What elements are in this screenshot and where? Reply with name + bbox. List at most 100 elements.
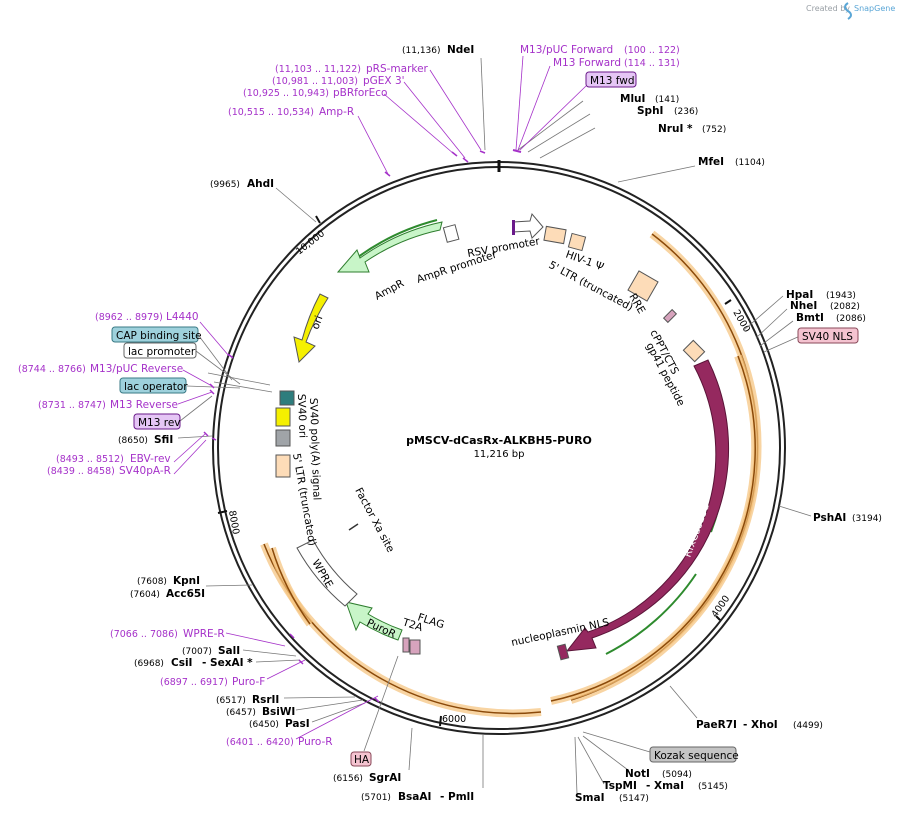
pasi-label[interactable]: PasI bbox=[285, 718, 310, 730]
mfei-label[interactable]: MfeI bbox=[698, 156, 724, 168]
csii-leader bbox=[255, 659, 301, 663]
ndei-label[interactable]: NdeI bbox=[447, 44, 474, 56]
pbrforeco-label[interactable]: pBRforEco bbox=[333, 87, 387, 99]
sali-pos: (7007) bbox=[182, 647, 212, 657]
rre-box[interactable] bbox=[627, 270, 659, 302]
pgex3-range: (10,981 .. 11,003) bbox=[272, 76, 358, 87]
sali-label[interactable]: SalI bbox=[218, 645, 240, 657]
prs-marker-label[interactable]: pRS-marker bbox=[366, 63, 429, 75]
sv40-nls-box[interactable] bbox=[797, 327, 859, 344]
ltr-5-top-box[interactable] bbox=[543, 225, 567, 245]
lac-promoter-box[interactable] bbox=[123, 342, 197, 359]
puro-f-leader bbox=[266, 659, 306, 680]
lac-leader-extra bbox=[207, 372, 271, 386]
m13-puc-forward-label[interactable]: M13/pUC Forward bbox=[520, 44, 613, 56]
sgrai-label[interactable]: SgrAI bbox=[369, 772, 401, 784]
rsrii-pos: (6517) bbox=[216, 696, 246, 706]
nhei-label[interactable]: NheI bbox=[790, 300, 817, 312]
amp-r-leader bbox=[357, 115, 389, 175]
bsaai-label[interactable]: BsaAI bbox=[398, 791, 431, 803]
m13-forward-label[interactable]: M13 Forward bbox=[553, 57, 621, 69]
sv40pa-r-label[interactable]: SV40pA-R bbox=[119, 465, 171, 477]
m13-reverse-label[interactable]: M13 Reverse bbox=[110, 399, 178, 411]
m13-reverse-site bbox=[209, 389, 215, 395]
ahdi-label[interactable]: AhdI bbox=[247, 178, 274, 190]
orf-arc-3 bbox=[260, 542, 542, 718]
nrui-leader bbox=[539, 127, 596, 159]
ampr-promoter-box[interactable] bbox=[442, 224, 460, 243]
rsrii-label[interactable]: RsrII bbox=[252, 694, 279, 706]
cap-binding-box[interactable] bbox=[111, 326, 199, 343]
m13-rev-box[interactable] bbox=[133, 413, 181, 430]
l4440-label[interactable]: L4440 bbox=[166, 311, 199, 323]
rxcas13d-arrow[interactable] bbox=[565, 359, 730, 652]
lac-operator-box[interactable] bbox=[119, 377, 187, 394]
acc65i-label[interactable]: Acc65I bbox=[166, 588, 205, 600]
sv40pa-r-range: (8439 .. 8458) bbox=[47, 466, 115, 477]
wpre-box[interactable] bbox=[296, 539, 358, 607]
flag-box[interactable] bbox=[402, 637, 410, 653]
bmti-leader bbox=[759, 320, 794, 347]
puro-r-site bbox=[374, 697, 380, 703]
sgrai-leader bbox=[408, 727, 413, 771]
sv40-ori-promoter-box[interactable] bbox=[279, 390, 295, 406]
amp-r-label[interactable]: Amp-R bbox=[319, 106, 354, 118]
l4440-leader bbox=[199, 321, 230, 357]
xmai-label[interactable]: - XmaI bbox=[646, 780, 684, 792]
t2a-box[interactable] bbox=[409, 639, 421, 655]
cap-binding-leader bbox=[198, 335, 233, 381]
pgex3-label[interactable]: pGEX 3' bbox=[363, 75, 405, 87]
sv40-ori-box[interactable] bbox=[275, 407, 291, 427]
ampr-arrow[interactable] bbox=[336, 221, 443, 273]
smai-leader bbox=[574, 736, 578, 795]
nucleoplasmin-box[interactable] bbox=[556, 643, 570, 661]
wpre-r-site bbox=[289, 633, 295, 639]
sexai-label[interactable]: - SexAI * bbox=[202, 657, 253, 669]
factor-xa-mark bbox=[348, 523, 359, 531]
wpre-r-label[interactable]: WPRE-R bbox=[183, 628, 225, 640]
gp41-box[interactable] bbox=[682, 339, 706, 363]
bsiwi-label[interactable]: BsiWI bbox=[262, 706, 295, 718]
rsv-promoter-label: RSV promoter bbox=[466, 235, 541, 260]
ha-label: HA bbox=[354, 754, 370, 766]
bmti-label[interactable]: BmtI bbox=[796, 312, 824, 324]
pasi-pos: (6450) bbox=[249, 720, 279, 730]
smai-label[interactable]: SmaI bbox=[575, 792, 605, 804]
puro-r-label[interactable]: Puro-R bbox=[298, 736, 333, 748]
snapgene-logo-icon bbox=[844, 2, 852, 20]
noti-label[interactable]: NotI bbox=[625, 768, 650, 780]
ha-box[interactable] bbox=[350, 751, 372, 767]
pmli-label[interactable]: - PmlI bbox=[440, 791, 474, 803]
hiv-psi-box[interactable] bbox=[567, 232, 587, 252]
hpai-label[interactable]: HpaI bbox=[786, 289, 813, 301]
nrui-label[interactable]: NruI * bbox=[658, 123, 693, 135]
cppt-box[interactable] bbox=[662, 308, 678, 324]
ebv-rev-label[interactable]: EBV-rev bbox=[130, 453, 171, 465]
bsiwi-pos: (6457) bbox=[226, 708, 256, 718]
paer7i-label[interactable]: PaeR7I bbox=[696, 719, 737, 731]
m13-reverse-range: (8731 .. 8747) bbox=[38, 400, 106, 411]
m13-fwd-label: M13 fwd bbox=[590, 75, 635, 87]
tspmi-label[interactable]: TspMI bbox=[603, 780, 637, 792]
sv40-polya-box[interactable] bbox=[275, 429, 291, 447]
xhoi-label[interactable]: - XhoI bbox=[743, 719, 778, 731]
puro-f-label[interactable]: Puro-F bbox=[232, 676, 265, 688]
sfii-label[interactable]: SfiI bbox=[154, 434, 173, 446]
tick-8000-mark bbox=[217, 510, 228, 514]
ltr-5-inner-box[interactable] bbox=[275, 454, 291, 478]
wpre-r-range: (7066 .. 7086) bbox=[110, 629, 178, 640]
m13-puc-reverse-label[interactable]: M13/pUC Reverse bbox=[90, 363, 183, 375]
tick-4000-mark bbox=[715, 615, 721, 621]
pshai-label[interactable]: PshAI bbox=[813, 512, 846, 524]
m13-puc-forward-leader bbox=[515, 55, 524, 151]
csii-label[interactable]: CsiI bbox=[171, 657, 192, 669]
puror-arrow[interactable] bbox=[345, 601, 403, 641]
kpni-pos: (7608) bbox=[137, 577, 167, 587]
ori-arrow[interactable] bbox=[293, 293, 329, 364]
m13-fwd-box[interactable] bbox=[585, 71, 637, 88]
kpni-label[interactable]: KpnI bbox=[173, 575, 200, 587]
rsv-promoter-arrow[interactable] bbox=[512, 212, 544, 239]
mlui-label[interactable]: MluI bbox=[620, 93, 645, 105]
sphi-label[interactable]: SphI bbox=[637, 105, 663, 117]
kozak-box[interactable] bbox=[649, 746, 737, 763]
